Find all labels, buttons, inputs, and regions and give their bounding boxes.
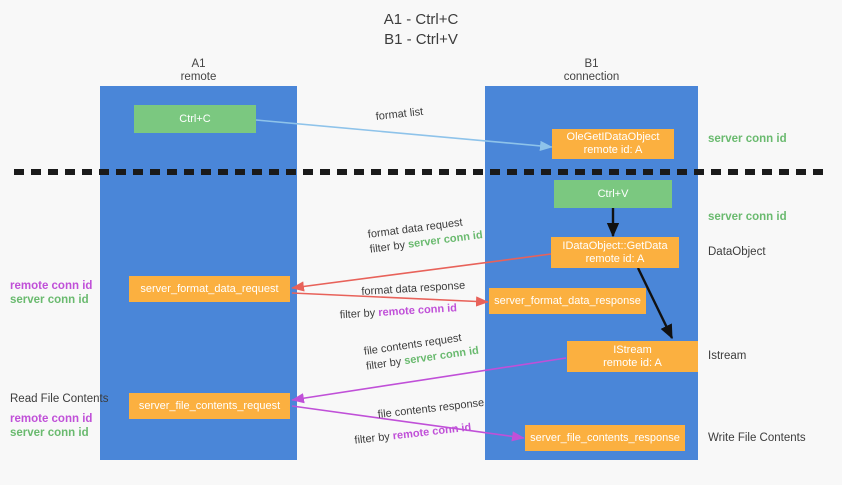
node-ctrl-c-label: Ctrl+C <box>179 112 211 125</box>
edge-label-format-data-response-filter-prefix: filter by <box>339 307 379 322</box>
node-getdata-line2: remote id: A <box>585 252 645 265</box>
node-server-file-contents-response[interactable]: server_file_contents_response <box>525 425 685 451</box>
edge-label-format-data-response: format data response filter by remote co… <box>339 279 467 322</box>
edge-label-format-data-response-filter-value: remote conn id <box>377 302 458 319</box>
edge-label-file-contents-response-filter-value: remote conn id <box>392 421 472 443</box>
node-server-file-contents-request-label: server_file_contents_request <box>138 399 281 412</box>
page-title: A1 - Ctrl+C B1 - Ctrl+V <box>0 10 842 50</box>
node-istream[interactable]: IStream remote id: A <box>567 341 698 372</box>
edge-label-file-contents-response: file contents response filter by remote … <box>354 396 488 447</box>
node-server-format-data-response-label: server_format_data_response <box>494 294 641 307</box>
label-read-file-contents: Read File Contents <box>10 393 109 405</box>
label-dataobject: DataObject <box>708 246 766 258</box>
edge-label-format-data-request-filter-prefix: filter by <box>369 238 409 256</box>
node-ctrl-v[interactable]: Ctrl+V <box>554 180 672 208</box>
node-istream-line2: remote id: A <box>603 356 662 369</box>
node-getdata-line1: IDataObject::GetData <box>562 239 668 252</box>
node-ctrl-c[interactable]: Ctrl+C <box>134 105 256 133</box>
edge-label-format-data-request: format data request filter by server con… <box>367 213 484 258</box>
label-server-conn-id-mid: server conn id <box>10 294 89 306</box>
label-remote-conn-id-bottom: remote conn id <box>10 413 93 425</box>
node-server-format-data-response[interactable]: server_format_data_response <box>489 288 646 314</box>
swimlane-header-b1: B1 connection <box>485 58 698 84</box>
swimlane-b1-name: B1 <box>584 58 599 70</box>
edge-label-file-contents-response-filter-prefix: filter by <box>353 430 394 447</box>
edge-label-file-contents-response-line1: file contents response <box>377 396 485 421</box>
label-write-file-contents: Write File Contents <box>708 432 806 444</box>
node-server-file-contents-request[interactable]: server_file_contents_request <box>129 393 290 419</box>
label-server-conn-id-second: server conn id <box>708 211 787 223</box>
label-istream: Istream <box>708 350 747 362</box>
edge-label-file-contents-response-line2: filter by remote conn id <box>354 419 488 449</box>
node-idataobject-line2: remote id: A <box>583 144 643 156</box>
node-idataobject-line1: OleGetIDataObject <box>566 131 660 143</box>
edge-label-file-contents-request-filter-prefix: filter by <box>365 355 406 373</box>
node-server-file-contents-response-label: server_file_contents_response <box>530 431 680 444</box>
swimlane-a1-subtitle: remote <box>180 71 217 83</box>
title-line-1: A1 - Ctrl+C <box>383 11 459 28</box>
edge-label-format-list: format list <box>375 105 424 123</box>
node-istream-line1: IStream <box>613 343 652 356</box>
swimlane-a1-name: A1 <box>191 58 206 70</box>
label-remote-conn-id-mid: remote conn id <box>10 280 93 292</box>
edge-label-format-data-response-line2: filter by remote conn id <box>339 301 467 324</box>
label-server-conn-id-top: server conn id <box>708 133 787 145</box>
title-line-2: B1 - Ctrl+V <box>384 31 458 48</box>
node-getdata[interactable]: IDataObject::GetData remote id: A <box>551 237 679 268</box>
edge-label-file-contents-request: file contents request filter by server c… <box>363 329 480 375</box>
edge-label-format-data-response-line1: format data response <box>361 279 466 298</box>
node-server-format-data-request[interactable]: server_format_data_request <box>129 276 290 302</box>
node-server-format-data-request-label: server_format_data_request <box>140 282 279 295</box>
swimlane-b1-subtitle: connection <box>563 71 620 83</box>
node-idataobject[interactable]: OleGetIDataObject remote id: A <box>552 129 674 159</box>
label-server-conn-id-bottom: server conn id <box>10 427 89 439</box>
node-ctrl-v-label: Ctrl+V <box>597 187 629 200</box>
swimlane-header-a1: A1 remote <box>100 58 297 84</box>
